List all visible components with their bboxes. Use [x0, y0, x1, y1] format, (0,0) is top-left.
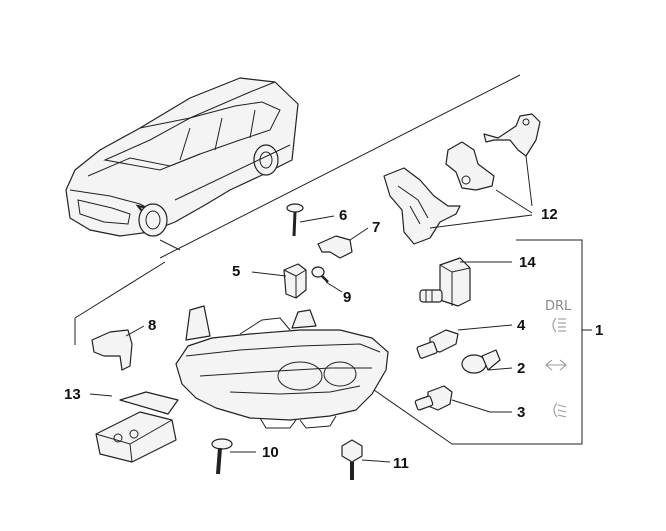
drl-text: DRL	[545, 299, 572, 314]
clip-8	[91, 329, 133, 371]
callout-2: 2	[517, 360, 525, 377]
callout-9: 9	[343, 289, 351, 306]
callout-labels: 6 7 12 5 9 14 8 4 1 2 13 3 10 11	[64, 206, 603, 472]
bolt-10	[211, 438, 233, 475]
callout-4: 4	[517, 317, 526, 334]
headlamp-bulb-box	[419, 257, 471, 307]
car-overview-illustration	[65, 74, 521, 345]
callout-13: 13	[64, 386, 81, 403]
turn-indicator-icon	[545, 359, 567, 371]
callout-7: 7	[372, 219, 380, 236]
bolt-11	[341, 439, 363, 480]
low-beam-icon	[553, 402, 567, 418]
leader-lines	[89, 155, 592, 463]
headlamp-assembly	[175, 305, 389, 429]
callout-3: 3	[517, 404, 525, 421]
callout-12: 12	[541, 206, 558, 223]
indicator-bulb	[461, 349, 501, 374]
drl-bulb	[416, 329, 459, 359]
screw-6	[286, 203, 304, 237]
callout-11: 11	[393, 455, 409, 472]
headlamp-bracket-set	[383, 113, 541, 245]
callout-10: 10	[262, 444, 279, 461]
daytime-running-light-icon	[552, 317, 566, 333]
screw-9	[311, 266, 329, 283]
callout-1: 1	[595, 322, 603, 339]
light-symbols: DRL	[545, 299, 572, 418]
callout-5: 5	[232, 263, 240, 280]
clip-7	[317, 235, 353, 259]
callout-8: 8	[148, 317, 156, 334]
connector-5	[283, 263, 307, 299]
callout-14: 14	[519, 254, 536, 271]
callout-6: 6	[339, 207, 347, 224]
low-beam-bulb	[414, 385, 453, 411]
bulb-kit-13	[95, 391, 179, 463]
